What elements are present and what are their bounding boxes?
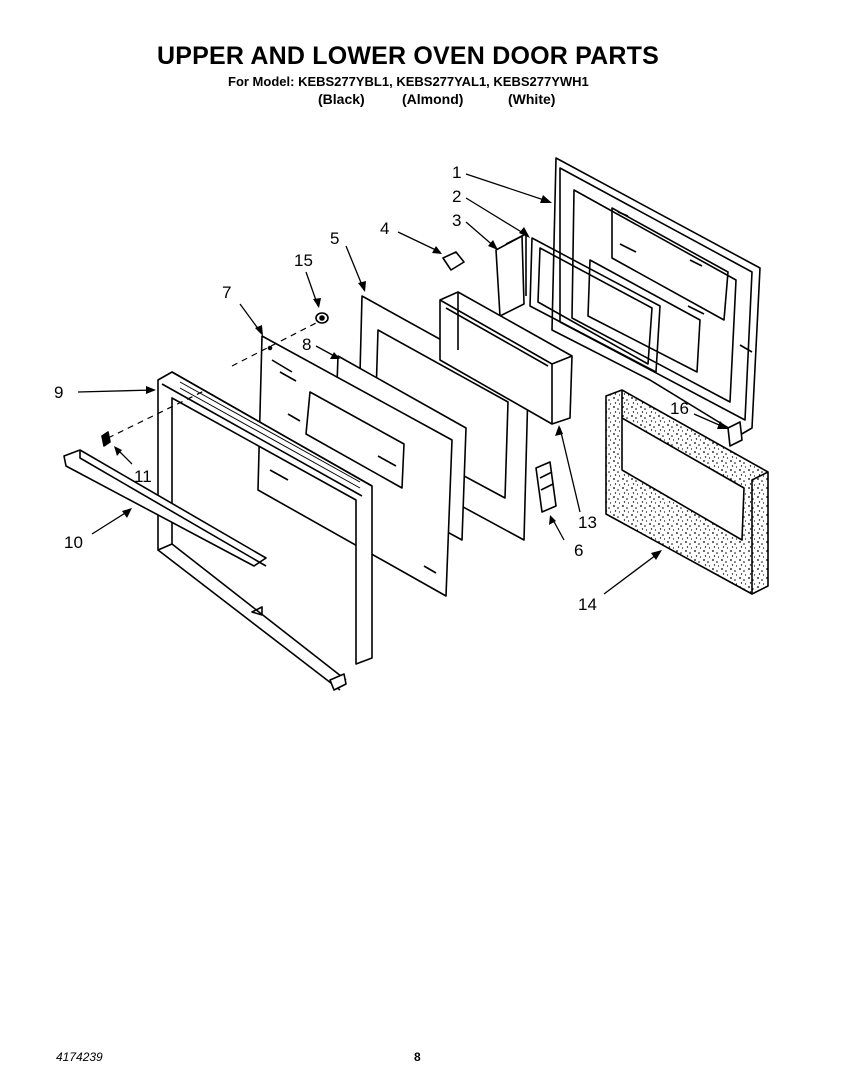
color-almond: (Almond) — [402, 91, 464, 107]
part-outer-door-frame — [157, 371, 373, 691]
callout-7: 7 — [222, 283, 231, 302]
part-insulation-pad — [605, 389, 769, 595]
part-clip — [442, 251, 465, 271]
part-door-gasket — [529, 237, 661, 373]
part-insulation-block — [495, 233, 527, 317]
part-washer — [315, 312, 329, 324]
model-line: For Model: KEBS277YBL1, KEBS277YAL1, KEB… — [228, 74, 589, 89]
callout-8: 8 — [302, 335, 311, 354]
callout-10: 10 — [64, 533, 83, 552]
part-handle-bar — [63, 449, 267, 567]
callout-9: 9 — [54, 383, 63, 402]
callout-16: 16 — [670, 399, 689, 418]
callout-11: 11 — [134, 467, 152, 486]
alignment-lines — [107, 321, 319, 439]
model-prefix: For Model: — [228, 74, 295, 89]
part-inner-door-panel — [551, 157, 761, 436]
callout-6: 6 — [574, 541, 583, 560]
callout-15: 15 — [294, 251, 313, 270]
part-glass-pack-box — [439, 291, 573, 425]
model-numbers: KEBS277YBL1, KEBS277YAL1, KEBS277YWH1 — [298, 74, 589, 89]
color-white: (White) — [508, 91, 556, 107]
part-tab — [727, 421, 743, 447]
callout-5: 5 — [330, 229, 339, 248]
callout-14: 14 — [578, 595, 597, 614]
callout-3: 3 — [452, 211, 461, 230]
callout-4: 4 — [380, 219, 389, 238]
document-number: 4174239 — [56, 1050, 103, 1064]
part-hinge-bracket — [535, 461, 557, 513]
color-black: (Black) — [318, 91, 365, 107]
callout-2: 2 — [452, 187, 461, 206]
arrow-heads — [114, 195, 728, 560]
page-number: 8 — [414, 1050, 421, 1064]
callout-13: 13 — [578, 513, 597, 532]
page-title: UPPER AND LOWER OVEN DOOR PARTS — [156, 42, 660, 70]
leader-lines — [77, 173, 727, 595]
callout-1: 1 — [452, 163, 461, 182]
part-screw — [101, 431, 111, 447]
vent-slots — [179, 381, 361, 489]
